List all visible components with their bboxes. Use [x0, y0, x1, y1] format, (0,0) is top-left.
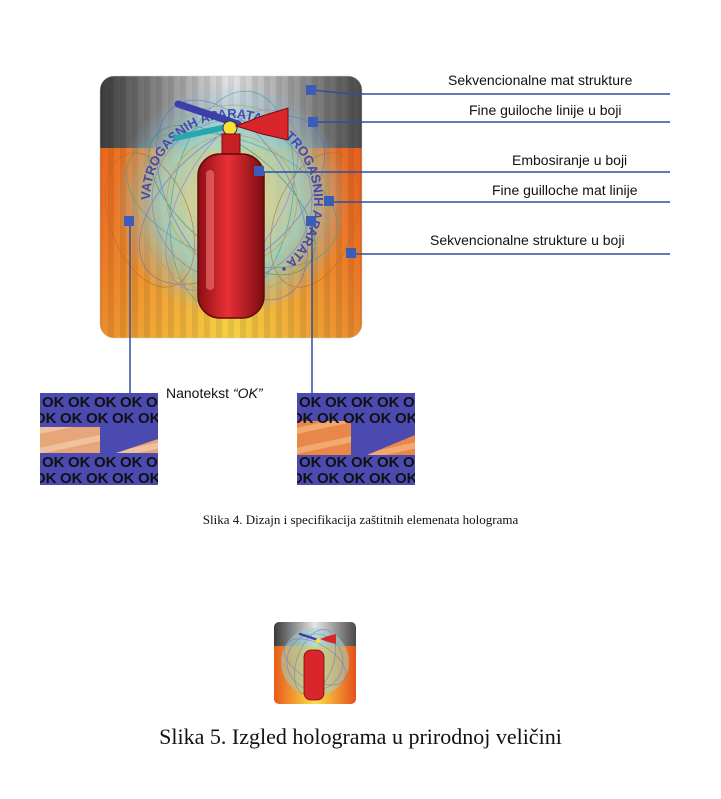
nanotext-ok: OK: [325, 454, 348, 471]
nanotext-ok: OK: [369, 410, 392, 427]
callout-embossing-color: Embosiranje u boji: [512, 152, 628, 168]
callout-fine-guilloche-color: Fine guiloche linije u boji: [469, 102, 622, 118]
nanotext-ok: OK: [112, 470, 135, 485]
nanotext-ok: OK: [343, 470, 366, 485]
hologram-natural-size: [274, 622, 356, 704]
nanotext-ok: OK: [317, 410, 340, 427]
nanotext-ok: OK: [112, 410, 135, 427]
nanotext-ok: OK: [351, 454, 374, 471]
nanotext-ok: OK: [377, 454, 400, 471]
nanotext-ok: OK: [146, 394, 158, 411]
nanotext-ok: OK: [317, 470, 340, 485]
nanotext-ok: OK: [403, 454, 415, 471]
nanotext-ok: OK: [120, 454, 143, 471]
nanotext-label-quote: “OK”: [232, 385, 263, 401]
nanotext-ok: OK: [299, 454, 322, 471]
nanotext-ok: OK: [68, 394, 91, 411]
nanotext-ok: OK: [42, 394, 65, 411]
nanotext-ok: OK: [377, 394, 400, 411]
nanotext-ok: OK: [94, 454, 117, 471]
nanotext-ok: OK: [60, 470, 83, 485]
nanotext-ok: OK: [395, 470, 415, 485]
nanotext-ok: OK: [297, 470, 314, 485]
nanotext-ok: OK: [395, 410, 415, 427]
nanotext-ok: OK: [343, 410, 366, 427]
nanotext-ok: OK: [325, 394, 348, 411]
nanotext-ok: OK: [138, 410, 158, 427]
nanotext-ok: OK: [86, 410, 109, 427]
nanotext-ok: OK: [68, 454, 91, 471]
nanotext-ok: OK: [40, 470, 57, 485]
hologram-illustration: VATROGASNIH APARATA • VATROGASNIH APARAT…: [99, 75, 670, 393]
nanotext-ok: OK: [403, 394, 415, 411]
nanotext-ok: OK: [40, 410, 57, 427]
callout-sequential-matte: Sekvencionalne mat strukture: [448, 72, 633, 88]
nanotext-ok: OK: [146, 454, 158, 471]
nanotext-ok: OK: [138, 470, 158, 485]
nanotext-ok: OK: [86, 470, 109, 485]
nanotext-ok: OK: [60, 410, 83, 427]
nanotext-label-word: Nanotekst: [166, 385, 230, 401]
callout-sequential-color: Sekvencionalne strukture u boji: [430, 232, 625, 248]
nanotext-ok: OK: [120, 394, 143, 411]
nanotext-ok: OK: [351, 394, 374, 411]
nanotext-label: Nanotekst “OK”: [166, 385, 263, 401]
nanotext-ok: OK: [42, 454, 65, 471]
extinguisher-graphic: [173, 100, 289, 319]
figure-4-caption: Slika 4. Dizajn i specifikacija zaštitni…: [202, 512, 519, 527]
hologram-card: VATROGASNIH APARATA • VATROGASNIH APARAT…: [100, 76, 362, 338]
figure-5-caption: Slika 5. Izgled holograma u prirodnoj ve…: [159, 724, 562, 749]
callout-leaders: [129, 89, 670, 393]
nanotext-ok: OK: [299, 394, 322, 411]
callout-markers: [124, 85, 356, 258]
callout-fine-guilloche-matte: Fine guilloche mat linije: [492, 182, 638, 198]
nanotext-ok: OK: [297, 410, 314, 427]
nanotext-ok: OK: [94, 394, 117, 411]
nanotext-ok: OK: [369, 470, 392, 485]
